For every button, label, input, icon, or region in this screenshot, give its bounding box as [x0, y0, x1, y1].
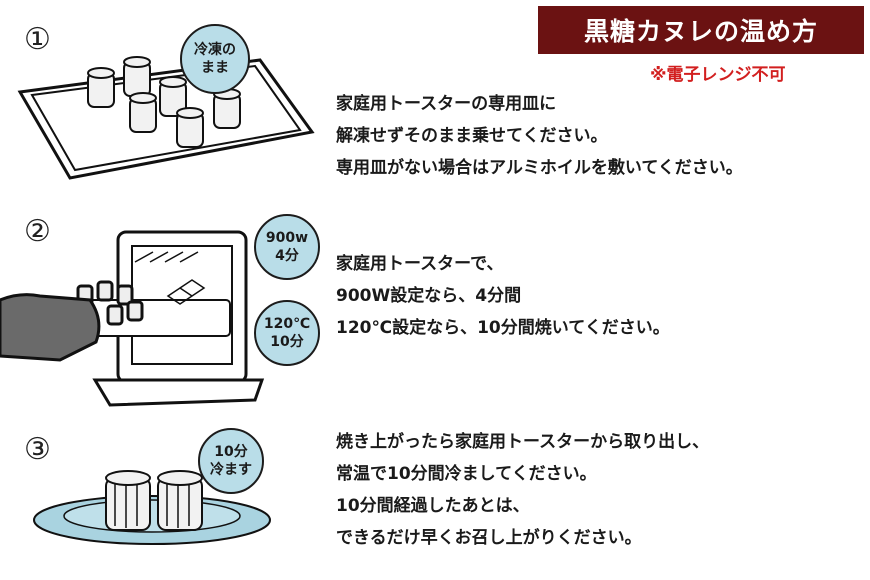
- microwave-warning: ※電子レンジ不可: [650, 65, 786, 85]
- temperature-time-badge: 120℃ 10分: [254, 300, 320, 366]
- badge-line: まま: [201, 60, 229, 76]
- frozen-badge: 冷凍の まま: [180, 24, 250, 94]
- instruction-line: 10分間経過したあとは、: [336, 496, 530, 516]
- instruction-line: 常温で10分間冷ましてください。: [336, 464, 597, 484]
- page-title: 黒糖カヌレの温め方: [538, 6, 864, 54]
- instruction-line: 900W設定なら、4分間: [336, 286, 522, 306]
- badge-line: 10分: [214, 444, 248, 460]
- plate-illustration: [33, 470, 271, 545]
- badge-line: 900w: [265, 230, 309, 246]
- step-1-number: ①: [24, 22, 51, 57]
- instruction-line: 焼き上がったら家庭用トースターから取り出し、: [336, 432, 710, 452]
- instruction-line: できるだけ早くお召し上がりください。: [336, 528, 642, 548]
- step-3-number: ③: [24, 432, 51, 467]
- step-1-instructions: 家庭用トースターの専用皿に 解凍せずそのまま乗せてください。 専用皿がない場合は…: [336, 88, 743, 184]
- step-2-number: ②: [24, 214, 51, 249]
- badge-line: 4分: [275, 248, 299, 264]
- step-3-instructions: 焼き上がったら家庭用トースターから取り出し、 常温で10分間冷ましてください。 …: [336, 426, 709, 554]
- badge-line: 120℃: [263, 316, 311, 332]
- instruction-line: 専用皿がない場合はアルミホイルを敷いてください。: [336, 158, 743, 178]
- tray-illustration: [17, 56, 315, 180]
- power-time-badge: 900w 4分: [254, 214, 320, 280]
- instruction-line: 解凍せずそのまま乗せてください。: [336, 126, 608, 146]
- cooling-badge: 10分 冷ます: [198, 428, 264, 494]
- badge-line: 冷ます: [210, 462, 252, 478]
- step-2-instructions: 家庭用トースターで、 900W設定なら、4分間 120℃設定なら、10分間焼いて…: [336, 248, 670, 344]
- badge-line: 10分: [270, 334, 304, 350]
- toaster-illustration: [0, 230, 265, 407]
- instruction-line: 家庭用トースターで、: [336, 254, 504, 274]
- instruction-line: 120℃設定なら、10分間焼いてください。: [336, 318, 670, 338]
- instruction-line: 家庭用トースターの専用皿に: [336, 94, 557, 114]
- badge-line: 冷凍の: [194, 42, 236, 58]
